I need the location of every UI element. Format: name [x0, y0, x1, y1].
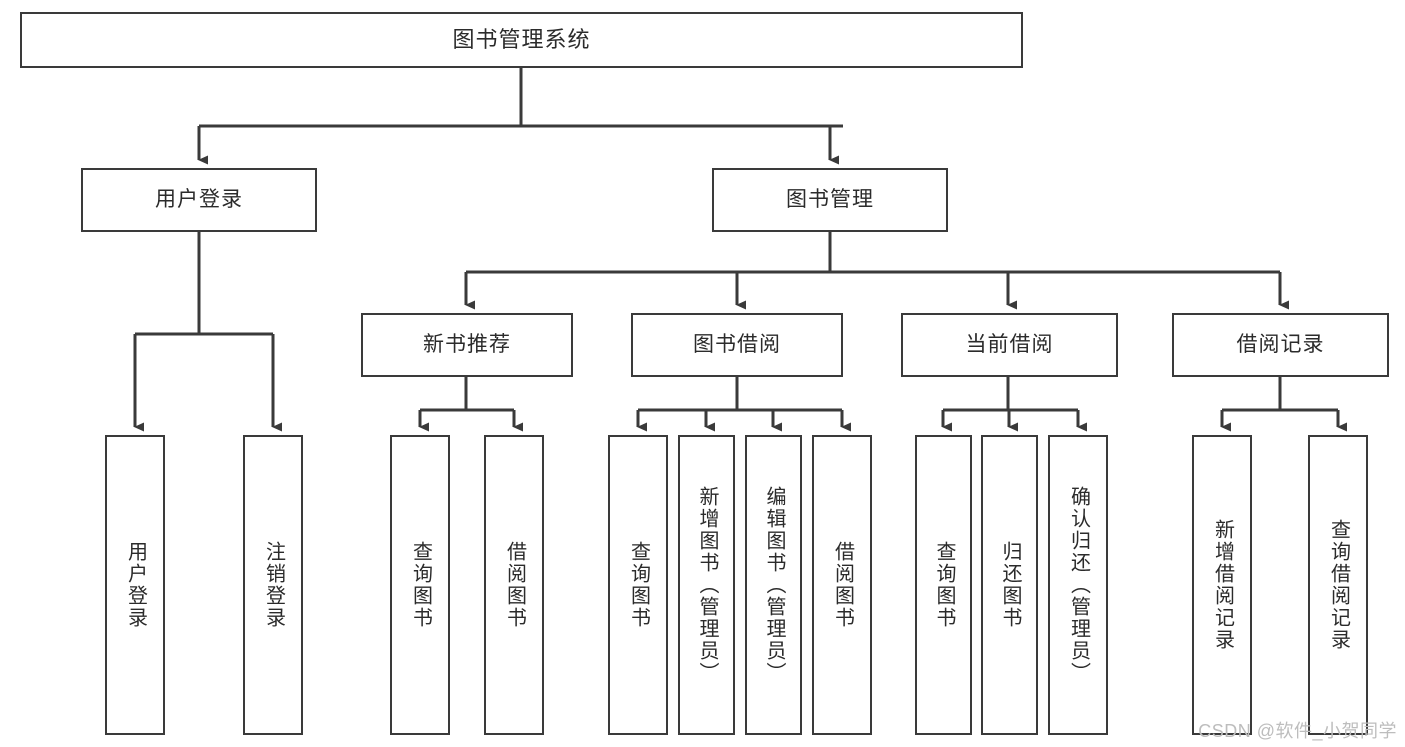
node-leaf-return-book-label: 归还图书: [999, 541, 1021, 629]
node-leaf-add-book[interactable]: 新增图书（管理员）: [678, 435, 735, 735]
node-leaf-borrow-book-1[interactable]: 借阅图书: [484, 435, 544, 735]
node-leaf-add-record[interactable]: 新增借阅记录: [1192, 435, 1252, 735]
node-current-borrow-label: 当前借阅: [965, 332, 1054, 356]
node-leaf-return-book[interactable]: 归还图书: [981, 435, 1038, 735]
watermark: CSDN @软件_小贺同学: [1198, 721, 1397, 741]
node-leaf-query-book-2[interactable]: 查询图书: [608, 435, 668, 735]
node-root-label: 图书管理系统: [452, 27, 591, 53]
node-leaf-logout-label: 注销登录: [262, 541, 285, 629]
node-new-book-recommend[interactable]: 新书推荐: [361, 313, 573, 377]
node-leaf-query-record-label: 查询借阅记录: [1327, 519, 1350, 651]
node-borrow-record[interactable]: 借阅记录: [1172, 313, 1389, 377]
node-book-borrow-label: 图书借阅: [693, 332, 781, 356]
node-leaf-query-book-3-label: 查询图书: [933, 541, 955, 629]
node-leaf-borrow-book-2-label: 借阅图书: [831, 541, 854, 629]
node-leaf-borrow-book-2[interactable]: 借阅图书: [812, 435, 872, 735]
node-current-borrow[interactable]: 当前借阅: [901, 313, 1118, 377]
node-leaf-query-book-1[interactable]: 查询图书: [390, 435, 450, 735]
node-new-book-recommend-label: 新书推荐: [423, 332, 511, 356]
node-user-login[interactable]: 用户登录: [81, 168, 317, 232]
node-book-manage[interactable]: 图书管理: [712, 168, 948, 232]
node-leaf-query-book-1-label: 查询图书: [409, 541, 432, 629]
node-user-login-label: 用户登录: [155, 187, 243, 211]
node-leaf-edit-book[interactable]: 编辑图书（管理员）: [745, 435, 802, 735]
node-leaf-logout[interactable]: 注销登录: [243, 435, 303, 735]
node-borrow-record-label: 借阅记录: [1236, 332, 1325, 356]
node-book-borrow[interactable]: 图书借阅: [631, 313, 843, 377]
node-leaf-confirm-return-label: 确认归还（管理员）: [1067, 486, 1090, 684]
node-leaf-user-login[interactable]: 用户登录: [105, 435, 165, 735]
node-leaf-add-book-label: 新增图书（管理员）: [696, 486, 718, 684]
node-leaf-query-book-2-label: 查询图书: [627, 541, 650, 629]
node-book-manage-label: 图书管理: [786, 187, 874, 211]
node-leaf-edit-book-label: 编辑图书（管理员）: [763, 486, 785, 684]
node-leaf-add-record-label: 新增借阅记录: [1211, 519, 1234, 651]
node-leaf-borrow-book-1-label: 借阅图书: [503, 541, 526, 629]
node-leaf-user-login-label: 用户登录: [124, 541, 147, 629]
node-leaf-query-book-3[interactable]: 查询图书: [915, 435, 972, 735]
node-leaf-confirm-return[interactable]: 确认归还（管理员）: [1048, 435, 1108, 735]
node-leaf-query-record[interactable]: 查询借阅记录: [1308, 435, 1368, 735]
node-root[interactable]: 图书管理系统: [20, 12, 1023, 68]
